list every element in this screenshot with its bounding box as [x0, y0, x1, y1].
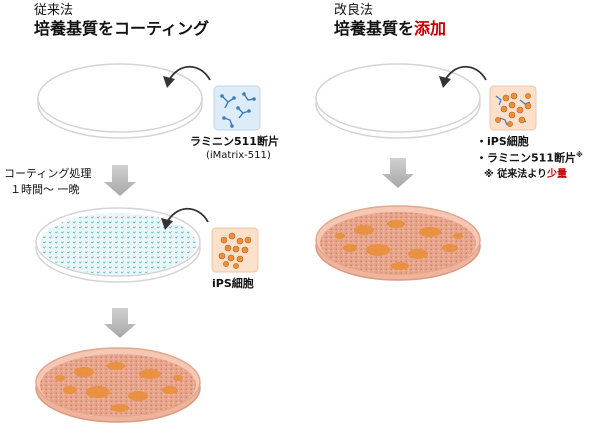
note-prefix: ※ 従来法より [484, 169, 548, 180]
coating-process-label: コーティング処理 [4, 167, 92, 180]
curved-arrow-icon [163, 65, 211, 88]
empty-dish-left [37, 63, 203, 139]
laminin-sublabel: (iMatrix-511) [206, 150, 271, 161]
ips-cells-label: iPS細胞 [212, 277, 254, 290]
laminin-inset [213, 85, 261, 131]
right-title-emphasis: 添加 [414, 19, 447, 38]
right-method-heading: 改良法 [334, 3, 374, 18]
reduced-amount-note: ※ 従来法より少量 [484, 170, 567, 180]
bullet-laminin: ・ラミニン511断片※ [476, 152, 583, 164]
right-title-prefix: 培養基質を [334, 19, 415, 38]
bullet-laminin-mark: ※ [575, 151, 583, 159]
down-arrow-icon [104, 308, 136, 338]
cultured-dish-left [35, 347, 201, 423]
ips-cells-inset [211, 227, 259, 273]
note-emphasis: 少量 [547, 169, 568, 180]
cultured-dish-right [315, 205, 481, 281]
bullet-ips-cells: ・iPS細胞 [476, 135, 529, 148]
left-method-heading: 従来法 [34, 3, 74, 18]
right-method-title: 培養基質を添加 [334, 21, 446, 37]
empty-dish-right [315, 63, 481, 139]
mixed-inset [489, 85, 537, 131]
curved-arrow-icon [161, 207, 209, 230]
laminin-label: ラミニン511断片 [190, 135, 279, 148]
bullet-laminin-text: ・ラミニン511断片 [476, 151, 576, 165]
coated-dish [35, 207, 201, 283]
coating-duration-label: １時間～ 一晩 [10, 183, 80, 196]
down-arrow-icon [104, 165, 136, 196]
curved-arrow-icon [439, 65, 487, 88]
left-method-title: 培養基質をコーティング [34, 19, 210, 38]
down-arrow-icon [382, 158, 414, 188]
